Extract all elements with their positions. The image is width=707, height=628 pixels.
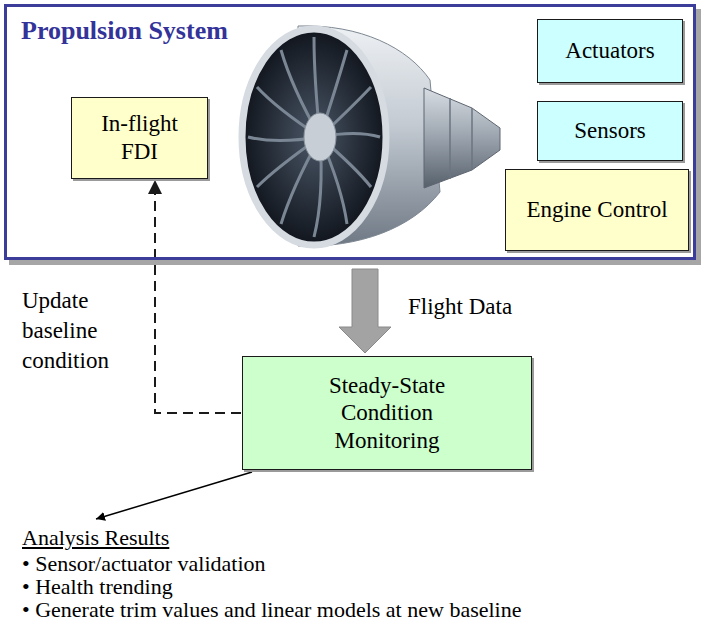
core-ring bbox=[449, 98, 451, 179]
process-box: Engine Control bbox=[505, 169, 689, 251]
engine-nacelle bbox=[298, 26, 440, 246]
leader-line bbox=[96, 472, 252, 519]
result-bullet: • Sensor/actuator validation bbox=[22, 552, 266, 575]
box-label: In-flight FDI bbox=[90, 110, 190, 165]
core-ring bbox=[471, 108, 473, 170]
hardware-box: Actuators bbox=[537, 19, 683, 83]
fan-blades bbox=[248, 37, 380, 237]
fan-face bbox=[242, 29, 386, 245]
dashed-arrow bbox=[155, 180, 241, 413]
block-arrow bbox=[339, 269, 391, 353]
box-label: Sensors bbox=[574, 117, 646, 145]
process-box: Steady-State Condition Monitoring bbox=[242, 356, 532, 470]
system-boundary: Propulsion SystemIn-flight FDIActuatorsS… bbox=[4, 4, 696, 260]
connector-label: Update baseline condition bbox=[22, 286, 122, 376]
box-label: Steady-State Condition Monitoring bbox=[305, 372, 470, 455]
result-bullet: • Generate trim values and linear models… bbox=[22, 598, 521, 621]
connector-label: Flight Data bbox=[408, 292, 512, 322]
box-label: Engine Control bbox=[526, 196, 667, 224]
spinner bbox=[304, 113, 336, 161]
turbofan-engine bbox=[242, 26, 500, 246]
engine-core bbox=[424, 88, 500, 188]
result-bullet: • Health trending bbox=[22, 575, 173, 598]
hardware-box: Sensors bbox=[537, 101, 683, 161]
results-heading: Analysis Results bbox=[22, 526, 169, 549]
process-box: In-flight FDI bbox=[71, 97, 208, 179]
box-label: Actuators bbox=[565, 37, 654, 65]
